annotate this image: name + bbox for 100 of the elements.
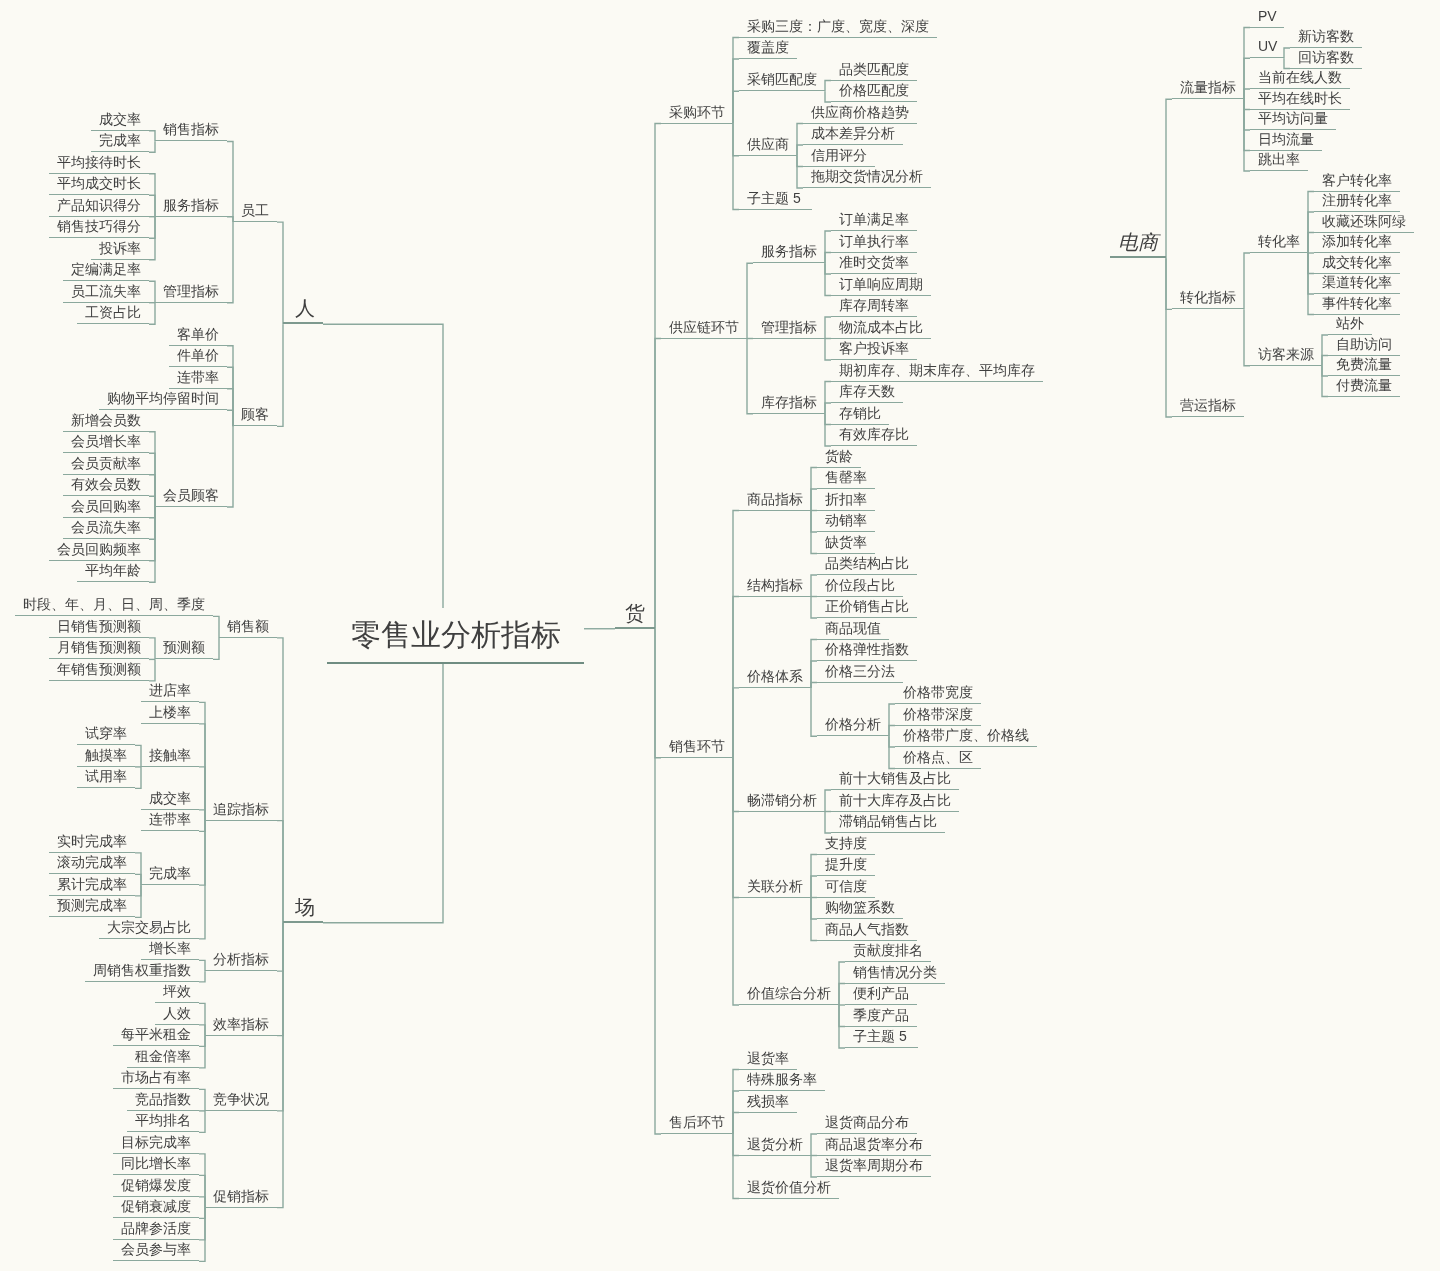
connector-line [134, 766, 142, 768]
connector-line [148, 302, 156, 325]
connector-line [583, 628, 616, 630]
subtopic: 成交率 [141, 788, 199, 810]
subtopic: 时段、年、月、日、周、季度 [15, 595, 213, 617]
connector-line [810, 488, 818, 512]
subtopic: 价位段占比 [817, 575, 903, 597]
connector-line [276, 221, 284, 325]
subtopic: 竞品指数 [127, 1089, 199, 1111]
connector-line [226, 425, 234, 508]
connector-line [732, 687, 740, 759]
subtopic: 库存天数 [831, 382, 903, 403]
subtopic: 购物平均停留时间 [99, 389, 227, 411]
connector-line [148, 216, 156, 261]
subtopic: 日均流量 [1250, 129, 1322, 151]
subtopic: 退货率 [739, 1048, 797, 1070]
connector-line [1321, 354, 1329, 367]
subtopic: 促销指标 [205, 1186, 277, 1208]
subtopic: 价格匹配度 [831, 81, 917, 102]
subtopic: 订单执行率 [831, 231, 917, 253]
connector-line [732, 90, 740, 125]
subtopic: 周销售权重指数 [85, 960, 199, 982]
subtopic: 缺货率 [817, 532, 875, 554]
subtopic: 供应链环节 [661, 317, 747, 339]
connector-line [824, 251, 832, 264]
subtopic: 试穿率 [77, 724, 135, 746]
subtopic: 期初库存、期末库存、平均库存 [831, 360, 1043, 382]
subtopic: 价格分析 [817, 715, 889, 737]
subtopic: 正价销售占比 [817, 597, 917, 618]
connector-line [732, 1133, 740, 1200]
connector-line [810, 574, 818, 598]
subtopic: 货龄 [817, 446, 861, 468]
subtopic: 人效 [155, 1003, 199, 1025]
connector-line [134, 873, 142, 886]
connector-line [810, 1154, 818, 1157]
subtopic: 客户投诉率 [831, 339, 917, 360]
subtopic: 自助访问 [1328, 334, 1400, 356]
connector-line [1243, 88, 1251, 100]
subtopic: 折扣率 [817, 489, 875, 511]
subtopic: 价格三分法 [817, 661, 903, 683]
connector-line [198, 1206, 206, 1263]
connector-line [134, 744, 142, 768]
subtopic: 同比增长率 [113, 1154, 199, 1176]
connector-line [824, 316, 832, 340]
subtopic: 销售指标 [155, 120, 227, 142]
connector-line [226, 216, 234, 223]
connector-line [824, 79, 832, 92]
subtopic: 有效库存比 [831, 425, 917, 446]
subtopic: 日销售预测额 [49, 616, 149, 638]
subtopic: 销售情况分类 [845, 962, 945, 984]
subtopic: 连带率 [141, 810, 199, 832]
connector-line [732, 1111, 740, 1135]
subtopic: 销售技巧得分 [49, 217, 149, 239]
connector-line [1165, 98, 1173, 259]
subtopic: 事件转化率 [1314, 293, 1400, 315]
connector-line [1243, 252, 1251, 311]
subtopic: 售后环节 [661, 1113, 733, 1134]
connector-line [198, 809, 206, 822]
subtopic: 工资占比 [77, 303, 149, 325]
subtopic: 新增会员数 [63, 410, 149, 432]
subtopic: 付费流量 [1328, 375, 1400, 397]
subtopic: 效率指标 [205, 1014, 277, 1036]
subtopic: 结构指标 [739, 575, 811, 597]
subtopic: 物流成本占比 [831, 317, 931, 339]
connector-line [198, 1024, 206, 1037]
connector-line [198, 1110, 206, 1112]
subtopic: 连带率 [169, 367, 227, 389]
connector-line [824, 262, 832, 297]
subtopic: 特殊服务率 [739, 1070, 825, 1091]
main-topic: 人 [283, 294, 323, 325]
subtopic: 年销售预测额 [49, 659, 149, 681]
connector-line [1243, 308, 1251, 367]
subtopic: 采销匹配度 [739, 70, 825, 92]
connector-line [824, 413, 832, 447]
subtopic: 前十大库存及占比 [831, 790, 959, 812]
subtopic: 信用评分 [803, 145, 875, 167]
main-topic: 场 [283, 892, 323, 923]
subtopic: 价格带宽度 [895, 683, 981, 704]
subtopic: 会员回购频率 [49, 539, 149, 561]
subtopic: 件单价 [169, 346, 227, 368]
connector-line [732, 757, 740, 1006]
subtopic: 分析指标 [205, 950, 277, 972]
subtopic: 畅滞销分析 [739, 790, 825, 812]
subtopic: 员工流失率 [63, 281, 149, 303]
subtopic: 滚动完成率 [49, 853, 135, 875]
connector-line [810, 875, 818, 899]
subtopic: UV [1250, 37, 1284, 59]
connector-line [810, 509, 818, 555]
subtopic: 存销比 [831, 403, 889, 425]
subtopic: 增长率 [141, 939, 199, 961]
connector-line [1307, 231, 1315, 254]
subtopic: 客户转化率 [1314, 170, 1400, 192]
subtopic: 投诉率 [91, 238, 149, 260]
subtopic: 关联分析 [739, 876, 811, 898]
subtopic: 收藏还珠阿绿 [1314, 211, 1414, 233]
subtopic: 可信度 [817, 876, 875, 898]
connector-line [1283, 57, 1291, 70]
subtopic: 访客来源 [1250, 344, 1322, 366]
subtopic: 服务指标 [155, 195, 227, 217]
connector-line [148, 140, 156, 153]
